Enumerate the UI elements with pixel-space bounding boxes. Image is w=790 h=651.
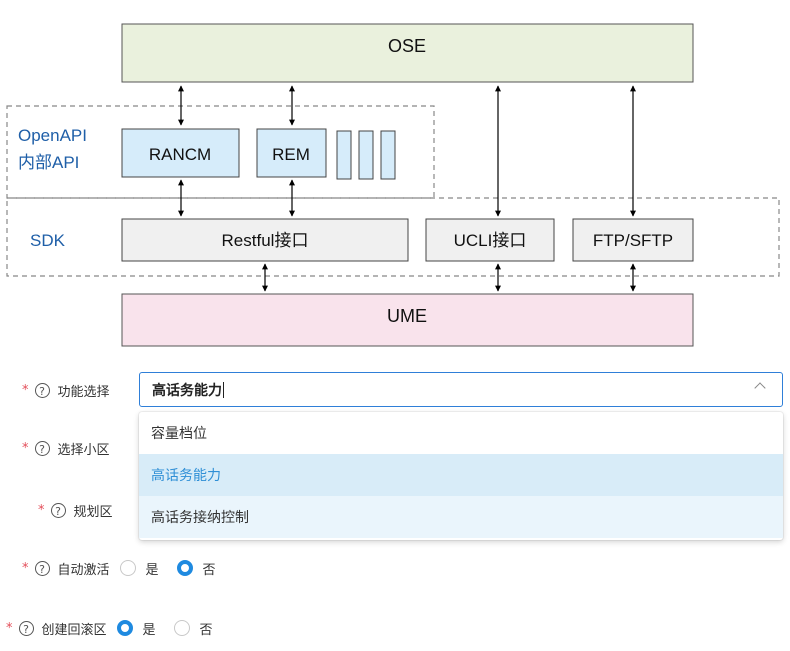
chevron-up-icon[interactable] [754,382,766,394]
auto-activate-label: 自动激活 [57,562,110,578]
function-select-value: 高话务能力 [152,382,222,399]
create-rollback-label: 创建回滚区 [41,622,107,638]
rancm-box [121,128,240,178]
function-select-row: * ? 功能选择 [22,371,110,409]
api-slot-1 [336,130,352,180]
radio-label-yes[interactable]: 是 [142,622,156,638]
sdk-label: SDK [30,231,66,250]
rem-label: REM [272,145,310,164]
api-slot-2 [358,130,374,180]
help-icon[interactable]: ? [50,502,66,518]
required-mark: * [6,620,13,636]
restful-label: Restful接口 [222,231,309,250]
ose-box [121,23,694,83]
api-slot-3 [380,130,396,180]
cell-select-row: * ? 选择小区 [22,429,110,467]
sdk-group [6,197,780,277]
ftp-box [572,218,694,262]
function-select[interactable]: 高话务能力 [139,372,783,407]
help-icon[interactable]: ? [34,440,50,456]
radio-label-no[interactable]: 否 [199,622,213,638]
architecture-diagram: OSE OpenAPI 内部API RANCM REM SDK Restful接… [6,23,780,347]
function-select-dropdown: 容量档位 高话务能力 高话务接纳控制 [139,412,783,540]
option-capacity-level[interactable]: 容量档位 [151,426,207,442]
openapi-label-line2: 内部API [18,153,79,172]
radio-label-no[interactable]: 否 [202,562,216,578]
radio-create-rollback-no[interactable] [173,620,190,636]
help-icon[interactable]: ? [34,560,50,576]
ume-box [121,293,694,347]
rem-box [256,128,327,178]
help-icon[interactable]: ? [18,620,34,636]
restful-box [121,218,409,262]
option-high-traffic-capability[interactable]: 高话务能力 [139,454,783,496]
rancm-label: RANCM [149,145,211,164]
required-mark: * [22,560,29,576]
ucli-label: UCLI接口 [454,231,527,250]
help-icon[interactable]: ? [34,382,50,398]
option-high-traffic-admission-control[interactable]: 高话务接纳控制 [139,496,783,538]
required-mark: * [22,440,29,456]
radio-auto-activate-yes[interactable] [119,560,136,576]
text-cursor [223,381,224,398]
create-rollback-row: * ? 创建回滚区 是 否 [6,609,231,647]
ose-label: OSE [388,36,426,56]
radio-label-yes[interactable]: 是 [145,562,159,578]
planning-area-row: * ? 规划区 [38,491,113,529]
radio-auto-activate-no[interactable] [176,560,193,576]
ftp-label: FTP/SFTP [593,231,673,250]
ucli-box [425,218,555,262]
required-mark: * [38,502,45,518]
required-mark: * [22,382,29,398]
cell-select-label: 选择小区 [57,442,110,458]
radio-create-rollback-yes[interactable] [116,620,133,636]
auto-activate-row: * ? 自动激活 是 否 [22,549,234,587]
function-select-label: 功能选择 [57,384,110,400]
planning-area-label: 规划区 [73,504,113,520]
openapi-label-line1: OpenAPI [18,126,87,145]
openapi-group [6,105,435,199]
feature-form: * ? 功能选择 高话务能力 * ? 选择小区 * ? 规划区 容量档位 高话务… [0,360,790,651]
ume-label: UME [387,306,427,326]
